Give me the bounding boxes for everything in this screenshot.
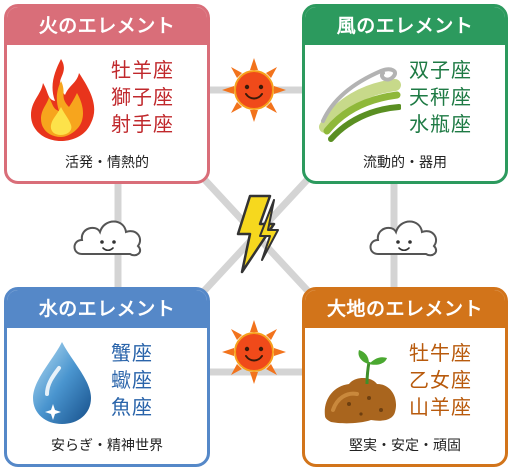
water-sign-cancer: 蟹座: [111, 341, 153, 365]
wind-signs-list: 双子座 天秤座 水瓶座: [409, 57, 472, 138]
smiling-sun-icon: [222, 58, 286, 122]
wind-sign-aquarius: 水瓶座: [409, 112, 472, 136]
water-element-title: 水のエレメント: [7, 290, 207, 328]
water-signs-list: 蟹座 蠍座 魚座: [111, 340, 153, 421]
fire-sign-sagittarius: 射手座: [111, 112, 174, 136]
water-traits: 安らぎ・精神世界: [51, 438, 163, 454]
wind-swirl-icon: [319, 67, 401, 142]
wind-traits: 流動的・器用: [363, 155, 447, 171]
fire-traits: 活発・情熱的: [65, 155, 149, 171]
wind-sign-gemini: 双子座: [409, 58, 472, 82]
lightning-bolt-icon: [236, 194, 279, 274]
wind-sign-libra: 天秤座: [409, 85, 472, 109]
water-element-card: 水のエレメント 蟹座 蠍座 魚座 安らぎ・精神世界: [4, 287, 210, 467]
fire-signs-list: 牡羊座 獅子座 射手座: [111, 57, 174, 138]
earth-sign-taurus: 牡牛座: [409, 341, 472, 365]
fire-element-card: 火のエレメント 牡羊座 獅子座 射手座 活発・情熱的: [4, 4, 210, 184]
earth-element-title: 大地のエレメント: [305, 290, 505, 328]
earth-traits: 堅実・安定・頑固: [349, 438, 461, 454]
earth-sign-virgo: 乙女座: [409, 368, 472, 392]
flame-icon: [31, 59, 95, 141]
earth-element-card: 大地のエレメント 牡牛座 乙女座 山羊座 堅実・安定・頑固: [302, 287, 508, 467]
fire-sign-aries: 牡羊座: [111, 58, 174, 82]
wind-element-title: 風のエレメント: [305, 7, 505, 45]
water-drop-icon: [33, 342, 91, 424]
fire-element-title: 火のエレメント: [7, 7, 207, 45]
water-sign-pisces: 魚座: [111, 395, 153, 419]
smiling-cloud-icon: [369, 220, 438, 257]
fire-sign-leo: 獅子座: [111, 85, 174, 109]
earth-sign-capricorn: 山羊座: [409, 395, 472, 419]
smiling-sun-icon: [222, 320, 286, 384]
earth-signs-list: 牡牛座 乙女座 山羊座: [409, 340, 472, 421]
smiling-cloud-icon: [73, 220, 142, 257]
wind-element-card: 風のエレメント 双子座 天秤座 水瓶座 流動的・器用: [302, 4, 508, 184]
soil-sprout-icon: [324, 350, 397, 424]
water-sign-scorpio: 蠍座: [111, 368, 153, 392]
